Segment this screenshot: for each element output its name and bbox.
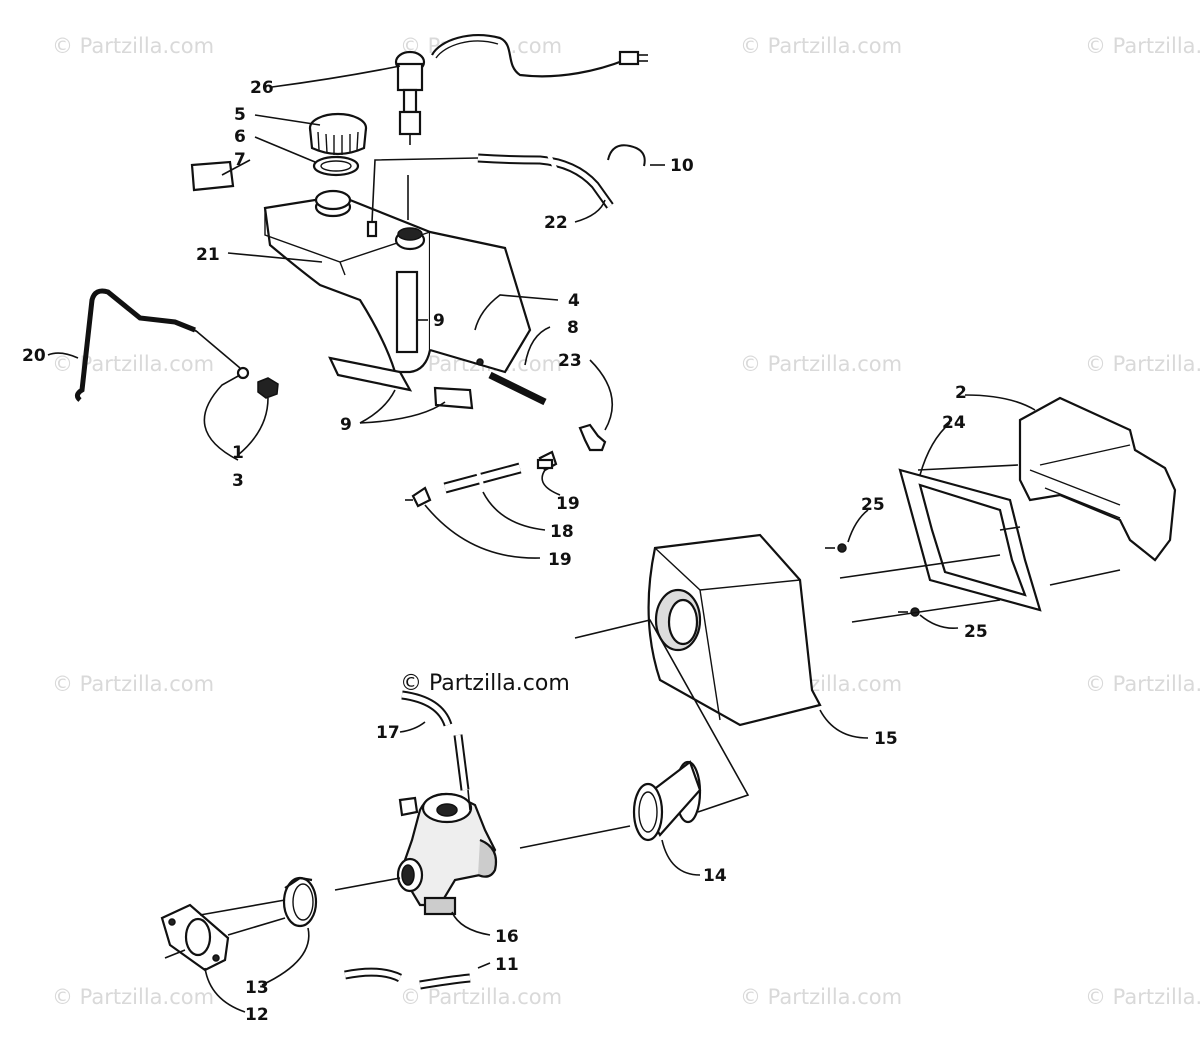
watermark: © Partzilla.com — [740, 34, 903, 58]
callout-19-lower: 19 — [548, 550, 572, 570]
leader-lines — [47, 65, 1121, 1013]
watermark: © Partzilla.com — [52, 672, 215, 696]
watermark: © Partzilla.com — [1085, 985, 1200, 1009]
callout-1: 1 — [232, 443, 244, 463]
callout-12: 12 — [245, 1005, 269, 1025]
watermark: © Partzilla.com — [1085, 352, 1200, 376]
watermark: © Partzilla.com — [740, 352, 903, 376]
watermark: © Partzilla.com — [1085, 34, 1200, 58]
decal — [190, 160, 235, 192]
intake-silencer — [647, 533, 822, 727]
pin — [488, 371, 547, 406]
callout-18: 18 — [550, 522, 574, 542]
callout-5: 5 — [234, 105, 246, 125]
mounting-rod — [74, 288, 279, 402]
gas-tank — [263, 189, 532, 374]
screw — [825, 543, 920, 617]
callout-22: 22 — [544, 213, 568, 233]
air-intake — [898, 396, 1177, 612]
watermark: © Partzilla.com — [400, 985, 563, 1009]
cap-gasket — [312, 155, 360, 177]
callout-9-lower: 9 — [340, 415, 352, 435]
carb-flange — [160, 903, 230, 972]
callout-16: 16 — [495, 927, 519, 947]
callout-2: 2 — [955, 383, 967, 403]
callout-6: 6 — [234, 127, 246, 147]
callout-9: 9 — [433, 311, 445, 331]
callout-13: 13 — [245, 978, 269, 998]
callout-20: 20 — [22, 346, 46, 366]
callout-25: 25 — [861, 495, 885, 515]
callout-15: 15 — [874, 729, 898, 749]
callout-14: 14 — [703, 866, 727, 886]
callout-11: 11 — [495, 955, 519, 975]
callout-8: 8 — [567, 318, 579, 338]
carburetor — [396, 789, 498, 916]
fuel-level-sender — [394, 34, 648, 220]
intake-boot — [632, 760, 702, 842]
callout-25-lower: 25 — [964, 622, 988, 642]
gas-cap — [308, 112, 368, 156]
callout-17: 17 — [376, 723, 400, 743]
callout-24: 24 — [942, 413, 966, 433]
watermark: © Partzilla.com — [52, 34, 215, 58]
cap-gasket-inner — [320, 160, 352, 172]
hose-clip — [607, 144, 646, 167]
strap-pad — [328, 356, 413, 392]
callout-10: 10 — [670, 156, 694, 176]
callout-labels: 1 2 3 4 5 6 7 8 9 9 10 11 12 13 14 15 16… — [22, 78, 988, 1025]
callout-21: 21 — [196, 245, 220, 265]
watermark: © Partzilla.com — [52, 985, 215, 1009]
callout-26: 26 — [250, 78, 274, 98]
watermark: © Partzilla.com — [52, 352, 215, 376]
watermark-main: © Partzilla.com — [400, 671, 570, 696]
callout-19: 19 — [556, 494, 580, 514]
fuel-fittings — [405, 423, 607, 508]
callout-7: 7 — [234, 150, 246, 170]
clamp — [282, 876, 318, 928]
callout-3: 3 — [232, 471, 244, 491]
watermark: © Partzilla.com — [1085, 672, 1200, 696]
callout-23: 23 — [558, 351, 582, 371]
watermark: © Partzilla.com — [740, 985, 903, 1009]
callout-4: 4 — [568, 291, 580, 311]
